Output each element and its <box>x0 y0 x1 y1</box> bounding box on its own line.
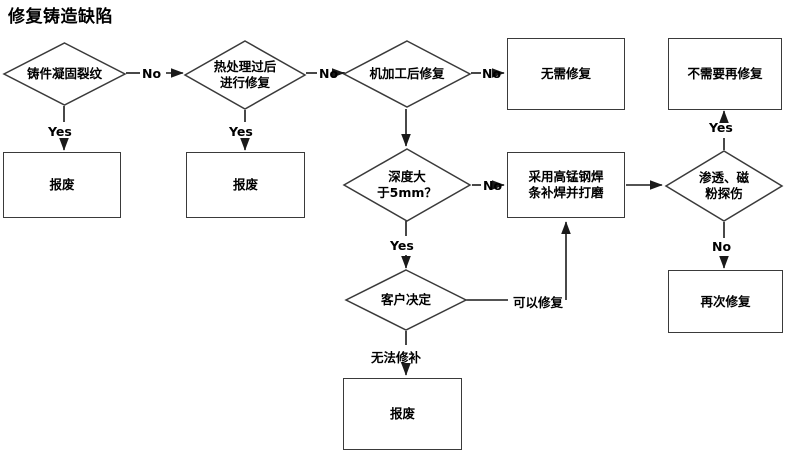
node-no-repair-needed[interactable]: 无需修复 <box>507 38 625 110</box>
node-label: 再次修复 <box>700 293 751 309</box>
node-penetrant-magnetic-inspection[interactable]: 渗透、磁 粉探伤 <box>664 150 784 222</box>
diamond-shape <box>183 40 307 110</box>
edge-label-depth-no: No <box>483 178 503 193</box>
edge-label-heat-no: No <box>319 66 339 81</box>
edge-label-inspect-yes: Yes <box>709 120 733 135</box>
edge-label-depth-yes: Yes <box>390 238 414 253</box>
node-label: 无需修复 <box>540 66 591 82</box>
diamond-shape <box>344 269 468 331</box>
page-title: 修复铸造缺陷 <box>8 7 113 27</box>
node-depth-over-5mm[interactable]: 深度大 于5mm？ <box>342 148 472 222</box>
diamond-shape <box>664 150 784 222</box>
edge-label-customer-repairable: 可以修复 <box>513 295 564 310</box>
diamond-shape <box>342 148 472 222</box>
node-scrap-1[interactable]: 报废 <box>3 152 121 218</box>
node-solidification-crack[interactable]: 铸件凝固裂纹 <box>2 42 127 106</box>
edge-label-crack-yes: Yes <box>48 124 72 139</box>
edge-label-crack-no: No <box>142 66 162 81</box>
edge-label-machining-no: No <box>482 66 502 81</box>
diamond-shape <box>2 42 127 106</box>
node-machining-repair[interactable]: 机加工后修复 <box>342 40 472 108</box>
node-label: 采用高锰钢焊 条补焊并打磨 <box>528 169 603 200</box>
node-label-line1: 采用高锰钢焊 <box>528 169 604 185</box>
edge-label-inspect-no: No <box>712 239 732 254</box>
node-label: 报废 <box>389 406 415 422</box>
node-scrap-2[interactable]: 报废 <box>186 152 305 218</box>
node-customer-decision[interactable]: 客户决定 <box>344 269 468 331</box>
edge-label-customer-unrepairable: 无法修补 <box>371 350 422 365</box>
diamond-shape <box>342 40 472 108</box>
node-weld-high-mn[interactable]: 采用高锰钢焊 条补焊并打磨 <box>507 152 625 218</box>
node-label: 不需要再修复 <box>687 66 763 82</box>
node-no-further-repair[interactable]: 不需要再修复 <box>668 38 782 110</box>
node-label-line2: 条补焊并打磨 <box>528 185 604 200</box>
node-label: 报废 <box>232 177 258 193</box>
node-scrap-3[interactable]: 报废 <box>343 378 462 450</box>
node-heat-treat-repair[interactable]: 热处理过后 进行修复 <box>183 40 307 110</box>
node-label: 报废 <box>49 177 75 193</box>
node-repair-again[interactable]: 再次修复 <box>668 270 783 333</box>
edge-label-heat-yes: Yes <box>229 124 253 139</box>
